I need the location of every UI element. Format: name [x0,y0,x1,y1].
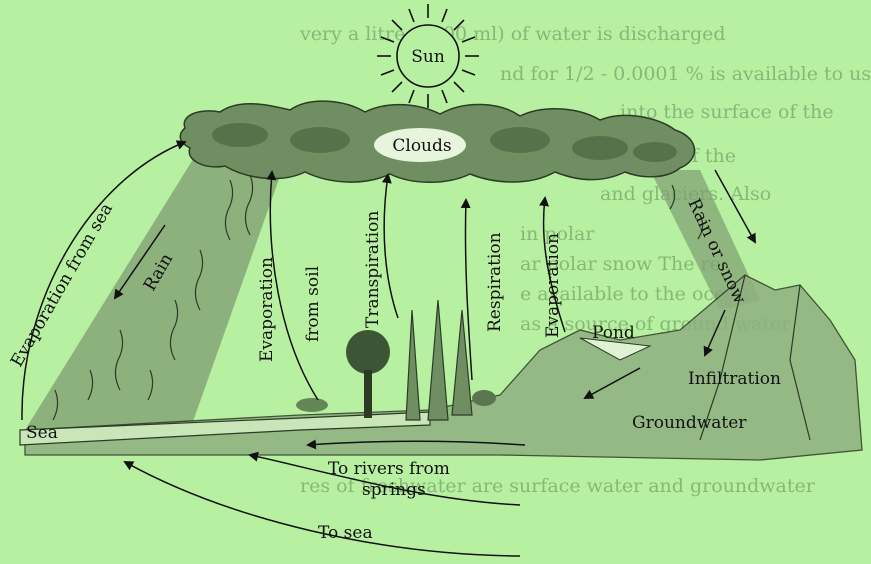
arrow-rain [113,224,166,300]
bg-line: very a litre (1000 ml) of water is disch… [299,23,726,45]
bg-line: nd for 1/2 - 0.0001 % is available to us… [500,63,871,85]
bg-line: e available to the ocean [520,283,749,305]
rain-shafts [25,148,760,430]
arrow-evap-soil [266,170,319,401]
animal [472,390,496,406]
arrow-evaporation [539,196,566,333]
clouds-label: Clouds [392,136,451,156]
arrow-to-sea [123,461,521,557]
bg-line: in polar [520,223,595,245]
sun-disc [396,24,460,88]
clouds-label-bg [374,128,466,162]
label-to-sea: To sea [318,523,373,543]
sea-surface [19,411,431,446]
label-pond: Pond [592,323,635,343]
arrow-rain-snow [714,169,756,244]
label-evaporation: Evaporation [543,233,563,338]
arrow-groundwater [583,367,641,399]
arrow-respiration [460,198,473,381]
bg-line: ar polar snow The re [520,253,721,275]
label-transpiration: Transpiration [363,211,383,328]
label-sea: Sea [26,423,58,443]
arrows [21,140,756,557]
bg-line: into the surface of the [620,101,834,123]
arrow-infiltration [703,309,726,357]
label-respiration: Respiration [485,232,505,332]
pond-water [579,337,652,361]
sun: Sun [377,4,479,108]
label-evaporation-soil-2: from soil [303,266,323,342]
label-groundwater: Groundwater [632,413,747,433]
arrow-transpiration [381,173,399,319]
label-infiltration: Infiltration [688,369,781,389]
label-rivers-1: To rivers from [328,459,450,479]
arrow-evap-sea [21,140,187,421]
label-evaporation-soil-1: Evaporation [257,257,277,362]
arrow-rivers-2 [248,451,521,506]
sun-label: Sun [411,47,445,67]
clouds: Clouds [179,100,696,183]
arrow-rivers-1 [306,439,526,450]
terrain [19,274,863,461]
label-rivers-2: springs [362,480,426,500]
trees [296,299,496,421]
bg-line: res of freshwater are surface water and … [300,475,816,497]
